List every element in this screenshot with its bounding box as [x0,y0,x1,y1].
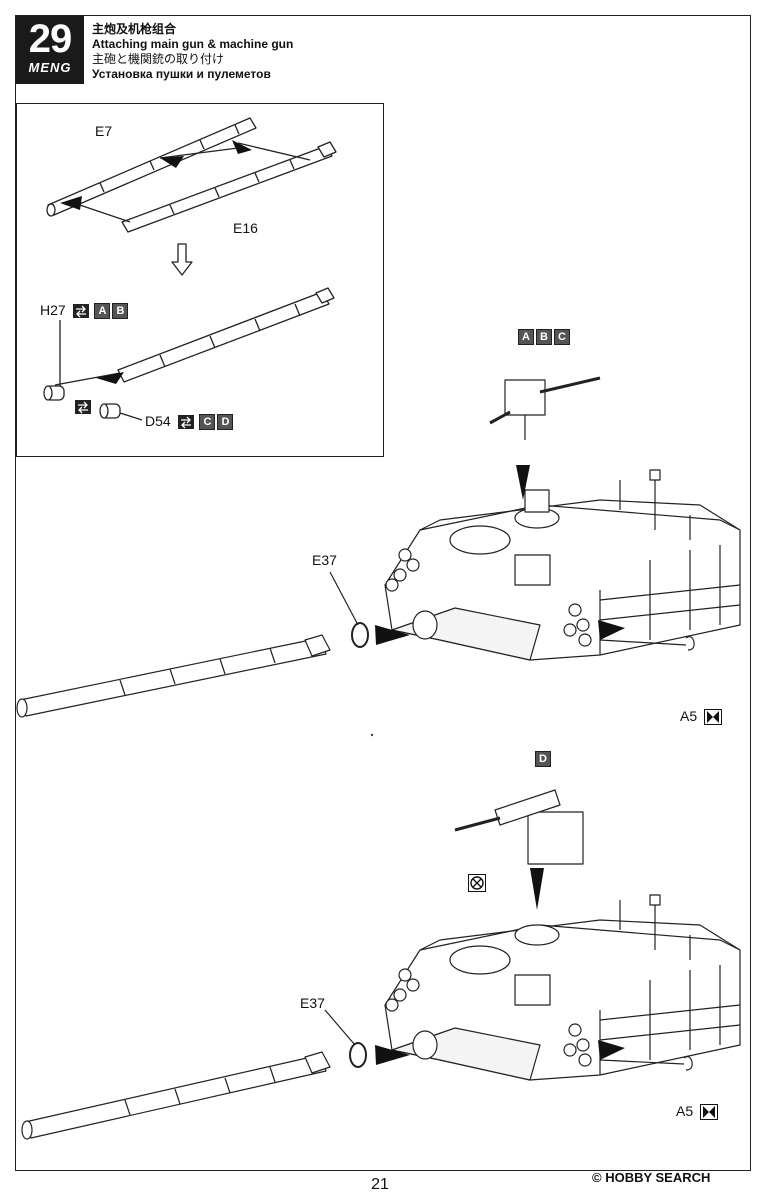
barrel-part-e7 [46,117,257,217]
title-en: Attaching main gun & machine gun [92,37,294,51]
swap-icon [177,415,194,430]
barrel-part-e16 [121,141,337,233]
label-e7: E7 [95,123,113,139]
label-a5-lower-group: A5 [676,1103,719,1121]
title-zh: 主炮及机枪组合 [92,22,177,36]
subassembly-box [16,103,384,457]
swap-icon [75,400,91,415]
part-h27 [43,385,65,401]
page-number: 21 [371,1176,389,1193]
version-tag-a: A [518,329,534,346]
label-a5-upper: A5 [680,708,698,724]
label-d54: D54 [145,413,171,429]
step-titles: 主炮及机枪组合 Attaching main gun & machine gun… [92,22,293,82]
smoke-launchers-right [563,603,592,647]
barrel-assembled-sub [117,287,335,383]
tank-upper [16,376,741,718]
version-tag-a: A [94,303,111,320]
watermark: © HOBBY SEARCH [592,1170,711,1185]
version-tag-c: C [554,329,570,346]
page-frame [15,15,751,1171]
brand-logo: MENG [28,60,72,75]
label-a5-upper-group: A5 [680,708,723,726]
step-badge: 29 MENG [16,16,84,84]
version-tag-c: C [199,414,216,431]
hatch-closed-icon [704,709,723,726]
part-a5-lower [683,1056,693,1071]
part-e37-lower [349,1042,367,1068]
version-tag-b: B [536,329,552,346]
main-gun-upper [16,634,331,718]
part-e37-upper [351,622,369,648]
step-number: 29 [28,17,73,61]
swap-icon [72,304,89,319]
version-tag-d: D [217,414,234,431]
title-ru: Установка пушки и пулеметов [92,67,271,81]
label-e37-lower: E37 [300,995,325,1011]
version-tag-d: D [535,751,551,768]
part-a5-upper [685,636,695,651]
machine-gun-top [489,376,601,440]
label-e37-upper: E37 [312,552,337,568]
weapon-station-bottom [454,789,584,865]
mg-bottom-tags: D [533,750,551,768]
no-glue-icon [468,874,486,895]
label-e16: E16 [233,220,258,236]
main-gun-lower [21,1051,331,1140]
smoke-launchers-left [385,548,420,592]
tank-lower [21,789,741,1140]
label-h27: H27 [40,302,66,318]
version-tag-b: B [112,303,129,320]
part-d54 [99,403,121,419]
hatch-closed-icon [700,1104,719,1121]
swap-icon-standalone [72,398,91,415]
label-a5-lower: A5 [676,1103,694,1119]
title-jp: 主砲と機関銃の取り付け [92,52,225,66]
